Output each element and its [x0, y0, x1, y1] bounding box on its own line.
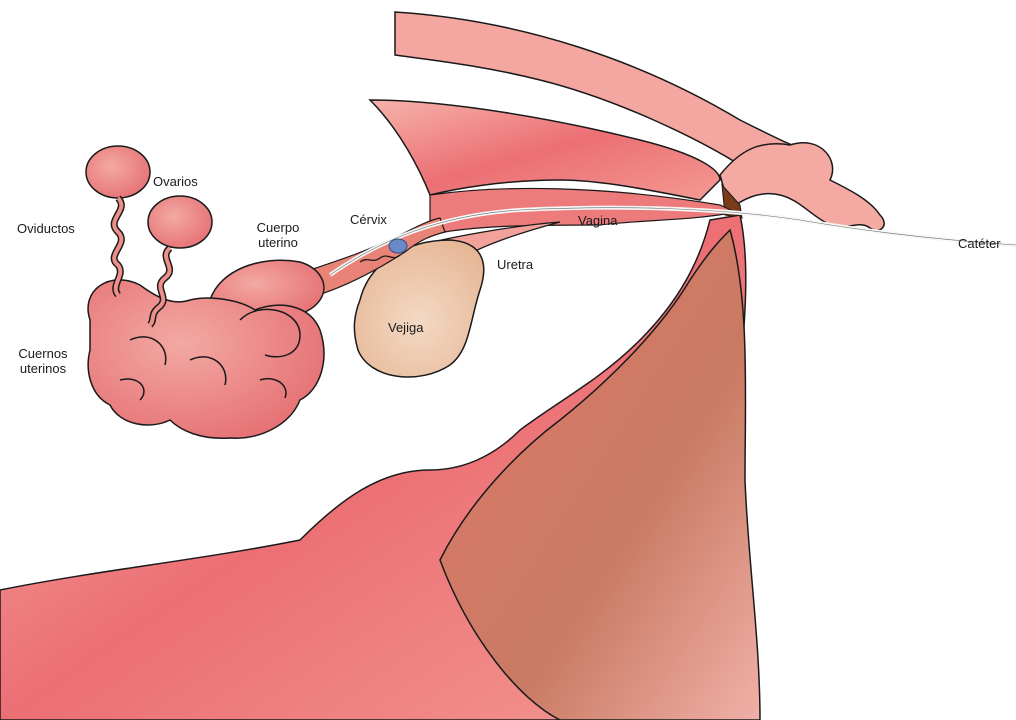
label-vejiga: Vejiga [388, 320, 423, 335]
label-ovarios: Ovarios [153, 174, 198, 189]
label-cateter: Catéter [958, 236, 1001, 251]
label-cuernos-uterinos: Cuernos uterinos [12, 346, 74, 376]
label-cuernos-line2: uterinos [12, 361, 74, 376]
label-cuernos-line1: Cuernos [12, 346, 74, 361]
label-uretra: Uretra [497, 257, 533, 272]
catheter-tip [389, 239, 407, 253]
label-vagina: Vagina [578, 213, 618, 228]
label-cervix: Cérvix [350, 212, 387, 227]
ovary-left [86, 146, 150, 198]
tail-fold [720, 143, 884, 231]
label-cuerpo-line2: uterino [248, 235, 308, 250]
ovary-right [148, 196, 212, 248]
label-cuerpo-uterino: Cuerpo uterino [248, 220, 308, 250]
label-cuerpo-line1: Cuerpo [248, 220, 308, 235]
label-oviductos: Oviductos [17, 221, 75, 236]
